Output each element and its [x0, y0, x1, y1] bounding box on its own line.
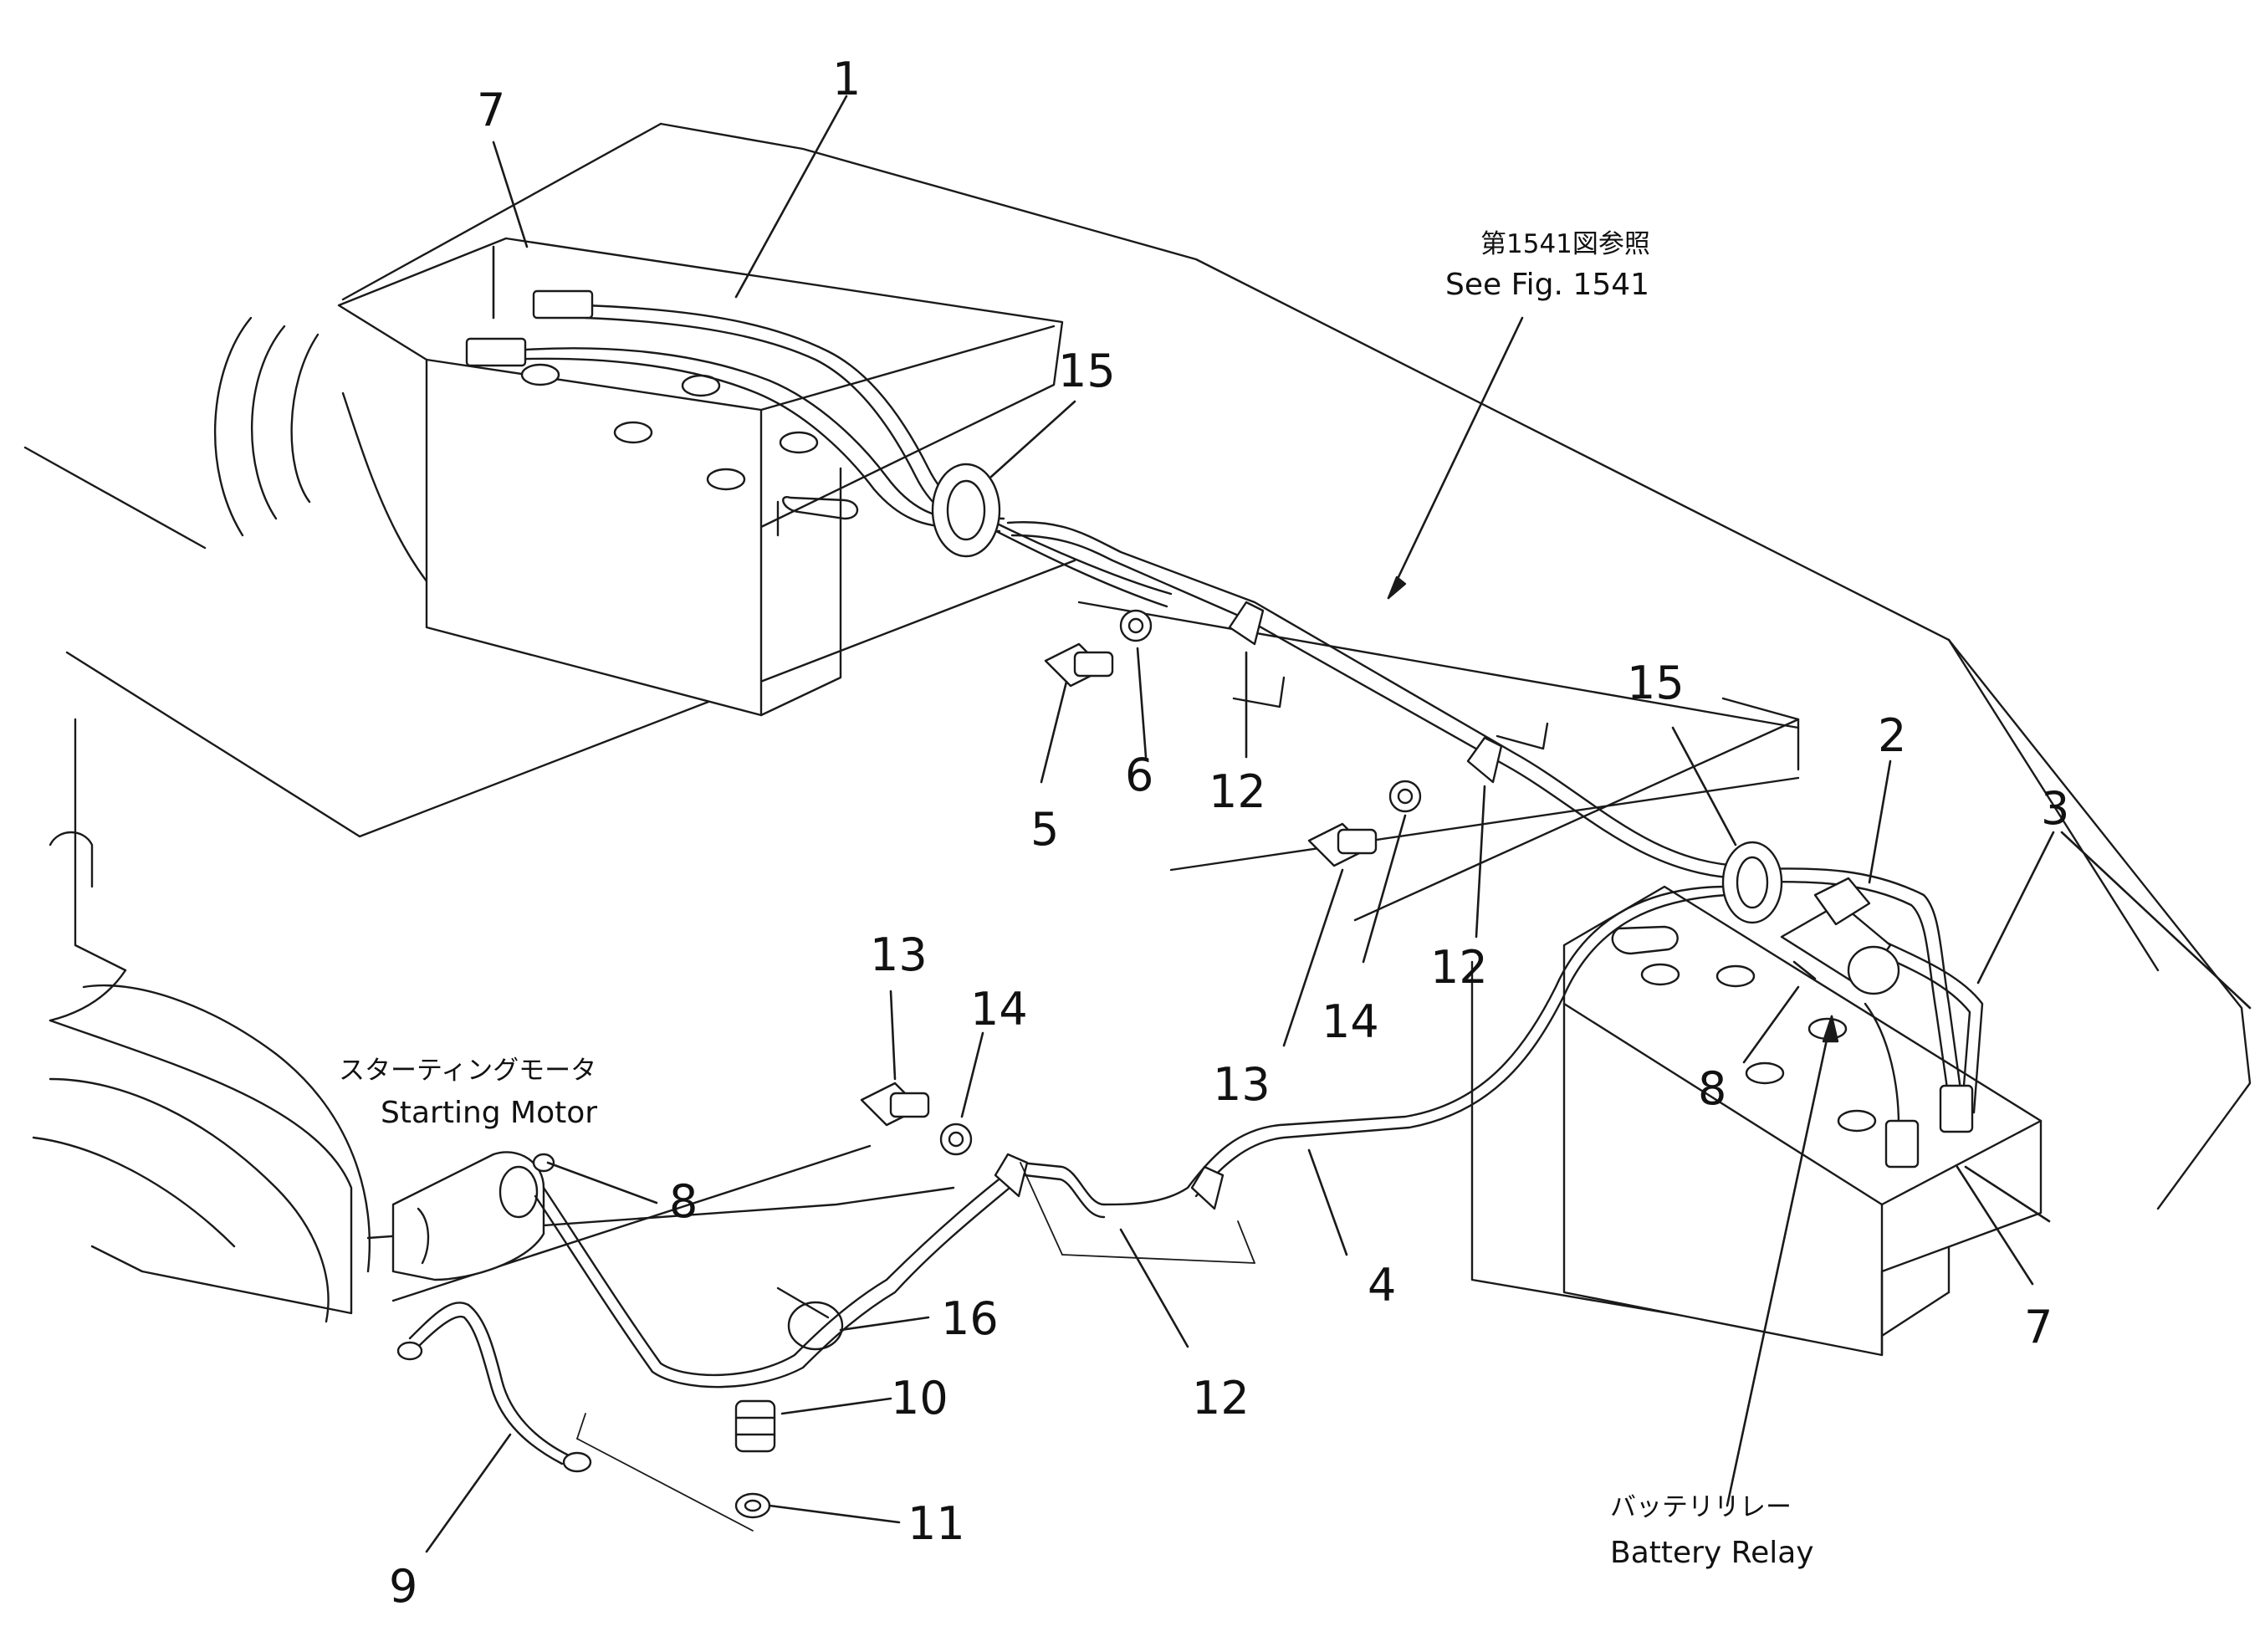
- callout-16: 16: [941, 1292, 999, 1345]
- callout-11: 11: [908, 1497, 965, 1550]
- callout-3: 3: [2041, 782, 2069, 835]
- engine-flywheel: [32, 316, 487, 1323]
- callout-15-right: 15: [1627, 657, 1685, 709]
- callout-12-upper-a: 12: [1209, 765, 1266, 818]
- callout-14-lower: 14: [970, 983, 1028, 1036]
- starting-motor-label-jp: スターティングモータ: [339, 1056, 596, 1086]
- callout-15-left: 15: [1058, 345, 1116, 397]
- starting-motor: [391, 1151, 555, 1281]
- callout-8-motor: 8: [669, 1175, 698, 1228]
- callout-2: 2: [1878, 709, 1906, 762]
- clamps: [994, 601, 1549, 1210]
- callout-1: 1: [832, 53, 861, 105]
- fasteners: [734, 609, 1422, 1519]
- callout-13-lower: 13: [1213, 1058, 1271, 1111]
- starting-motor-label-en: Starting Motor: [381, 1096, 597, 1130]
- callout-numbers: 1 7 15 5 6 12 15 2 3 12 14 13 14 13 8 4 …: [389, 53, 2069, 1613]
- captions: 第1541図参照 See Fig. 1541 スターティングモータ Starti…: [339, 229, 1814, 1570]
- callout-9: 9: [389, 1560, 417, 1613]
- battery-relay-label-jp: バッテリリレー: [1610, 1492, 1792, 1522]
- see-fig-label-jp: 第1541図参照: [1480, 229, 1650, 259]
- cables: [396, 289, 1984, 1473]
- see-fig-label-en: See Fig. 1541: [1445, 268, 1649, 302]
- callout-12-upper-b: 12: [1430, 941, 1488, 994]
- grommets: [931, 463, 1783, 924]
- callout-14-upper: 14: [1322, 995, 1379, 1048]
- callout-10: 10: [891, 1372, 948, 1424]
- callout-6: 6: [1125, 749, 1153, 801]
- callout-5: 5: [1030, 803, 1059, 856]
- callout-12-lower: 12: [1192, 1372, 1250, 1424]
- callout-8-relay: 8: [1698, 1062, 1726, 1115]
- callout-4: 4: [1368, 1259, 1396, 1312]
- callout-7-left: 7: [477, 84, 505, 136]
- battery-relay-label-en: Battery Relay: [1610, 1536, 1814, 1570]
- leader-lines: [425, 95, 2252, 1553]
- callout-7-right: 7: [2024, 1301, 2053, 1353]
- callout-13-upper: 13: [870, 928, 928, 981]
